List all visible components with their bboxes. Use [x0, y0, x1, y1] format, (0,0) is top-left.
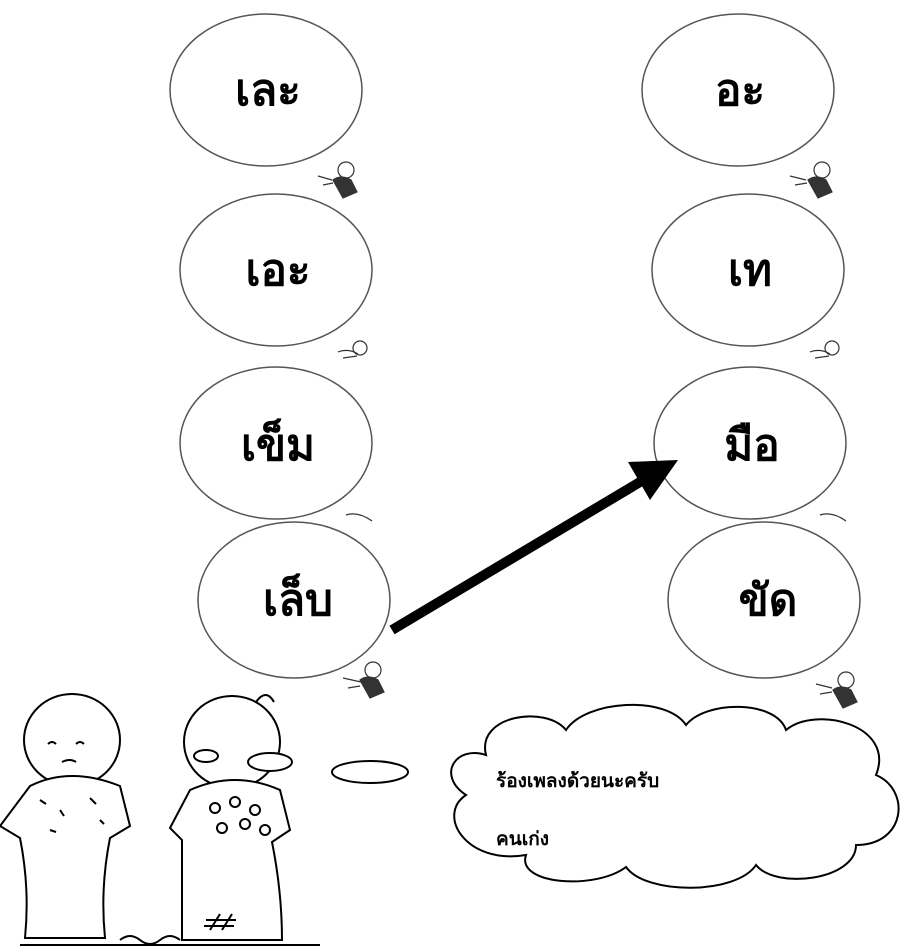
word-right-1: อะ	[714, 65, 766, 116]
child-pulling-icon	[317, 161, 358, 199]
child-pulling-icon	[345, 513, 373, 522]
two-children-illustration	[0, 693, 320, 946]
balloon-icon	[667, 521, 861, 709]
child-pulling-icon	[337, 340, 368, 359]
balloon-right-4[interactable]: ขัด	[667, 520, 868, 720]
bubble-line-2: คนเก่ง	[496, 828, 549, 850]
balloon-left-1[interactable]: เละ	[168, 10, 368, 210]
balloon-right-3[interactable]: มือ	[652, 365, 852, 565]
balloon-right-1[interactable]: อะ	[640, 10, 840, 210]
child-pulling-icon	[342, 661, 385, 699]
child-pulling-icon	[789, 161, 833, 199]
balloon-icon	[641, 13, 835, 199]
word-left-1: เละ	[235, 65, 301, 116]
balloon-icon	[169, 13, 363, 199]
word-right-2: เท	[727, 245, 773, 296]
child-pulling-icon	[819, 513, 847, 522]
balloon-icon	[651, 193, 845, 359]
word-right-4: ขัด	[738, 575, 798, 626]
word-right-3: มือ	[724, 420, 780, 471]
thought-cloud-icon	[450, 703, 900, 889]
balloon-icon	[653, 366, 847, 522]
child-pulling-icon	[815, 671, 858, 709]
word-left-3: เข็ม	[240, 420, 316, 471]
child-pulling-icon	[809, 340, 840, 359]
balloon-left-3[interactable]: เข็ม	[178, 365, 378, 565]
word-left-2: เอะ	[245, 245, 311, 296]
balloon-icon	[179, 366, 373, 522]
balloon-left-4[interactable]: เล็บ	[197, 520, 398, 720]
balloon-icon	[179, 193, 373, 359]
balloon-right-2[interactable]: เท	[650, 190, 850, 390]
balloon-left-2[interactable]: เอะ	[178, 190, 378, 390]
bubble-line-1: ร้องเพลงด้วยนะครับ	[496, 770, 660, 792]
word-left-4: เล็บ	[263, 575, 333, 626]
thought-dot-icon	[331, 760, 409, 784]
